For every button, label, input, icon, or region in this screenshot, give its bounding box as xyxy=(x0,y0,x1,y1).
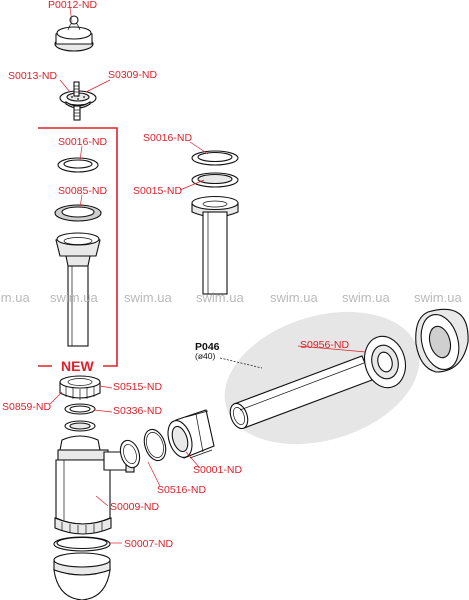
label-s0001: S0001-ND xyxy=(193,464,242,476)
pipe-p046 xyxy=(229,355,373,430)
watermark-3: swim.ua xyxy=(124,290,172,305)
label-s0016-new: S0016-ND xyxy=(58,136,107,148)
label-s0956: S0956-ND xyxy=(300,339,349,351)
label-s0336: S0336-ND xyxy=(113,405,162,417)
trap-cup xyxy=(53,552,111,600)
gasket-s0016-new xyxy=(57,157,99,173)
watermarks: swim.ua swim.ua swim.ua swim.ua swim.ua … xyxy=(0,290,462,305)
gasket-s0336 xyxy=(64,403,96,415)
label-s0085: S0085-ND xyxy=(58,185,107,197)
ring-s0085 xyxy=(54,204,102,222)
watermark-6: swim.ua xyxy=(342,290,390,305)
label-s0309: S0309-ND xyxy=(108,69,157,81)
strainer-s0013 xyxy=(59,81,97,121)
label-s0515: S0515-ND xyxy=(113,381,162,393)
label-s0015: S0015-ND xyxy=(133,185,182,197)
wall-flange xyxy=(415,308,469,373)
watermark-7: swim.ua xyxy=(414,290,462,305)
nut-s0515 xyxy=(59,375,101,400)
watermark-5: swim.ua xyxy=(270,290,318,305)
gasket-s0016-right xyxy=(191,150,239,166)
watermark-4: swim.ua xyxy=(196,290,244,305)
nut-s0001 xyxy=(167,409,215,459)
label-p046-sub: (ø40) xyxy=(195,351,215,361)
label-s0007: S0007-ND xyxy=(124,538,173,550)
leader-lines xyxy=(49,7,367,544)
ring-s0516-a xyxy=(119,439,141,469)
ring-s0516-b xyxy=(143,428,167,462)
label-s0516: S0516-ND xyxy=(157,484,206,496)
watermark-1: swim.ua xyxy=(0,290,30,305)
label-new: NEW xyxy=(61,358,94,374)
label-p046: P046 xyxy=(195,341,220,353)
new-group-frame xyxy=(38,127,118,367)
tailpiece-new xyxy=(55,232,101,347)
watermark-2: swim.ua xyxy=(50,290,98,305)
stopper-p0012 xyxy=(54,15,94,52)
part-labels: P0012-ND S0013-ND S0309-ND S0016-ND S008… xyxy=(2,0,349,550)
label-s0016-right: S0016-ND xyxy=(143,132,192,144)
trap-body-s0009 xyxy=(54,435,135,535)
label-p0012: P0012-ND xyxy=(48,0,97,11)
label-s0013: S0013-ND xyxy=(8,70,57,82)
rosette-s0956 xyxy=(363,335,407,389)
label-s0859: S0859-ND xyxy=(2,401,51,413)
tailpiece-right xyxy=(191,195,239,295)
ring-s0015 xyxy=(191,172,239,188)
cone-s0336 xyxy=(64,420,96,432)
oring-s0007 xyxy=(53,536,111,552)
label-s0009: S0009-ND xyxy=(110,501,159,513)
